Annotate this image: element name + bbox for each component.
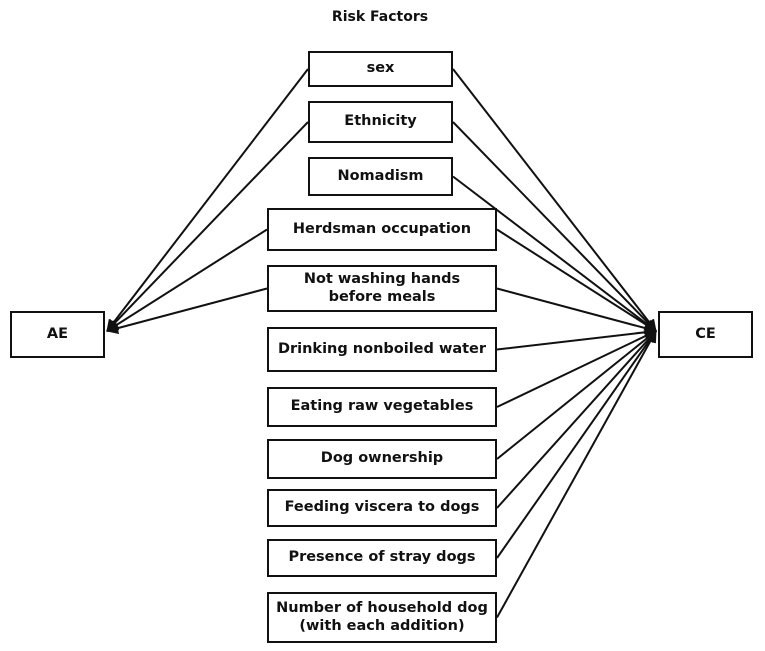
arrow-to-ce	[452, 175, 657, 332]
risk-factor-herdsman-occupation: Herdsman occupation	[267, 208, 497, 251]
ce-node: CE	[658, 311, 753, 358]
arrow-to-ce	[452, 121, 657, 332]
risk-factor-eating-raw-vegetables: Eating raw vegetables	[267, 387, 497, 427]
arrow-to-ce	[496, 330, 657, 618]
arrow-to-ce	[496, 330, 657, 460]
risk-factor-feeding-viscera: Feeding viscera to dogs	[267, 489, 497, 527]
arrow-to-ce	[496, 330, 657, 509]
risk-factor-stray-dogs: Presence of stray dogs	[267, 539, 497, 577]
risk-factor-dog-ownership: Dog ownership	[267, 439, 497, 479]
risk-factor-nomadism: Nomadism	[308, 157, 453, 196]
arrow-to-ce	[452, 68, 657, 332]
risk-factor-ethnicity: Ethnicity	[308, 101, 453, 143]
arrow-to-ce	[496, 287, 657, 334]
risk-factor-not-washing-hands: Not washing hands before meals	[267, 265, 497, 312]
arrow-to-ae	[106, 68, 309, 332]
arrow-to-ce	[496, 326, 657, 351]
risk-factor-drinking-nonboiled-water: Drinking nonboiled water	[267, 327, 497, 372]
ae-node: AE	[10, 311, 105, 358]
arrow-to-ce	[496, 330, 657, 408]
diagram-title: Risk Factors	[331, 9, 429, 25]
risk-factor-household-dog-number: Number of household dog (with each addit…	[267, 592, 497, 643]
risk-factor-sex: sex	[308, 51, 453, 87]
arrow-to-ae	[106, 287, 268, 334]
arrow-to-ae	[106, 228, 268, 332]
arrow-to-ce	[496, 330, 657, 559]
arrow-to-ce	[496, 228, 657, 332]
arrow-to-ae	[106, 121, 309, 332]
